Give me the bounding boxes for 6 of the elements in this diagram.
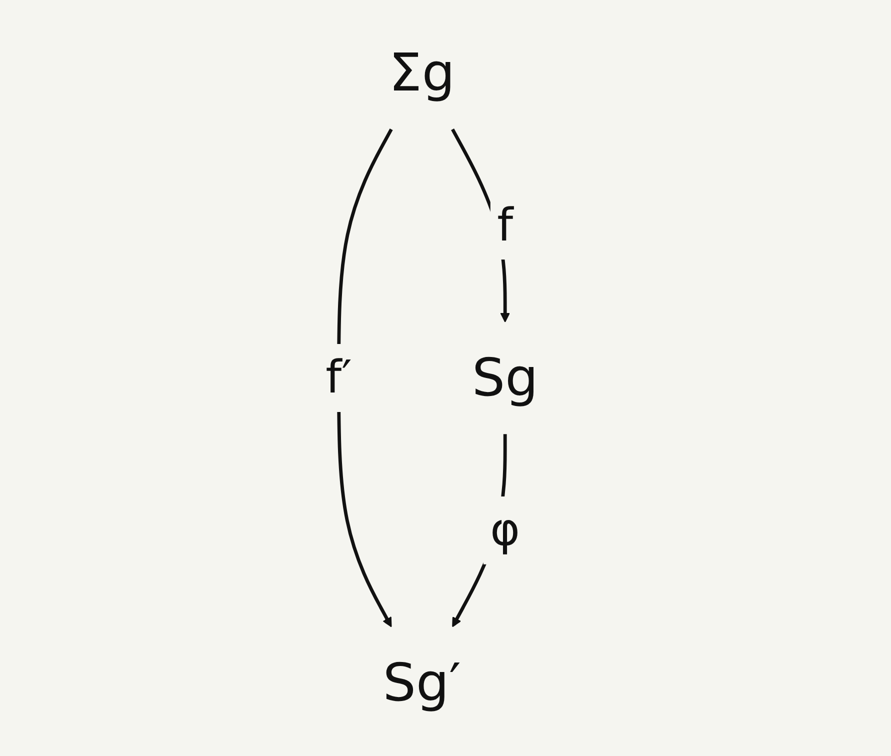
- node-text: Σg: [388, 42, 455, 104]
- node-text: Sg: [472, 346, 538, 408]
- edge-label: f: [497, 200, 514, 252]
- node-text: Sg′: [382, 652, 461, 713]
- edge-label: f′: [326, 352, 352, 404]
- edge-label: φ: [490, 504, 520, 556]
